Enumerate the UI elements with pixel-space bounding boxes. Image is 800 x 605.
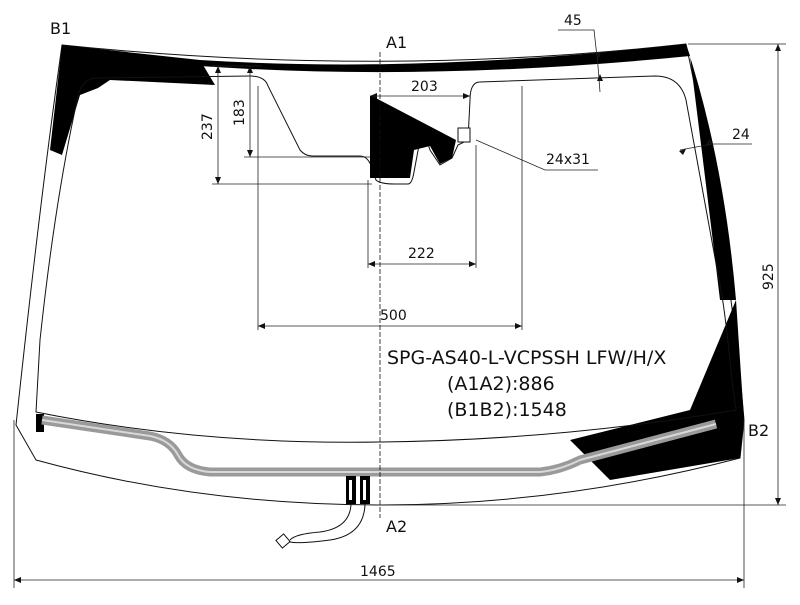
dim-24-label: 24 — [732, 127, 750, 143]
spec-model: SPG-AS40-L-VCPSSH LFW/H/X — [387, 347, 666, 369]
ceramic-band-bottom-left — [36, 414, 44, 432]
dim-24x31-label: 24x31 — [546, 152, 590, 168]
dim-500-label: 500 — [380, 308, 407, 324]
point-b1: B1 — [50, 19, 71, 38]
point-a2: A2 — [386, 517, 407, 536]
connector-wire — [289, 503, 366, 544]
dim-925-label: 925 — [761, 263, 777, 290]
dim-222-label: 222 — [408, 246, 435, 262]
ceramic-band-top-left — [50, 45, 215, 155]
dim-24-leader — [679, 143, 752, 151]
spec-a1a2: (A1A2):886 — [447, 373, 555, 395]
dim-45-label: 45 — [564, 13, 582, 29]
bracket-leader — [475, 139, 598, 171]
point-b2: B2 — [748, 421, 769, 440]
glass-outline — [15, 43, 745, 506]
ceramic-band-right — [686, 44, 736, 300]
viewing-area-outline — [35, 75, 737, 443]
ceramic-band-top — [200, 44, 690, 73]
dim-203-label: 203 — [411, 79, 438, 95]
dim-1465-label: 1465 — [360, 564, 396, 580]
spec-b1b2: (B1B2):1548 — [447, 399, 567, 421]
heater-band-core — [41, 419, 717, 473]
dim-24-arrows — [679, 139, 713, 155]
dim-237-label: 237 — [200, 113, 216, 140]
connector-left-slot — [349, 480, 352, 500]
point-a1: A1 — [386, 33, 407, 52]
ceramic-band-bottom-right — [570, 300, 744, 480]
connector-right-slot — [363, 480, 366, 500]
dim-183-label: 183 — [232, 99, 248, 126]
plug — [275, 533, 291, 549]
sensor-bracket — [457, 127, 471, 143]
sensor-ceramic — [370, 96, 456, 178]
